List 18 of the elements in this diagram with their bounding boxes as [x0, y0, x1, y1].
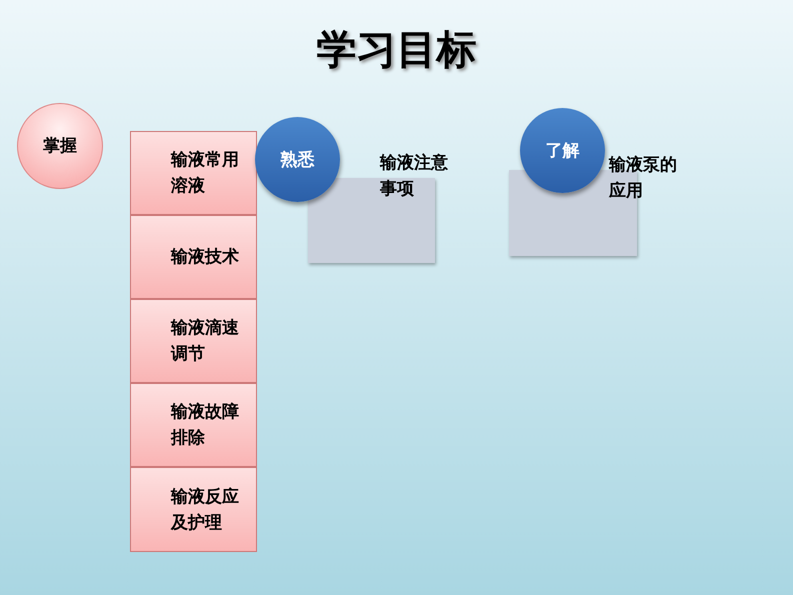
list-box	[130, 299, 257, 383]
item-text: 输液注意事项	[380, 152, 449, 201]
item-text: 输液故障排除	[171, 401, 240, 450]
list-box	[130, 383, 257, 467]
list-box	[130, 131, 257, 215]
circle-label: 了解	[546, 140, 580, 162]
item-text: 输液泵的应用	[609, 154, 678, 203]
title: 学习目标	[316, 26, 478, 75]
list-box	[130, 467, 257, 552]
circle-label: 掌握	[43, 135, 77, 158]
item-text: 输液滴速调节	[171, 317, 240, 366]
item-text: 输液反应及护理	[171, 486, 240, 534]
list-box	[130, 215, 257, 299]
circle-node	[520, 108, 605, 193]
circle-node	[255, 117, 340, 202]
item-text: 输液技术	[171, 246, 240, 269]
circle-label: 熟悉	[280, 148, 314, 172]
item-text: 输液常用溶液	[171, 149, 240, 198]
